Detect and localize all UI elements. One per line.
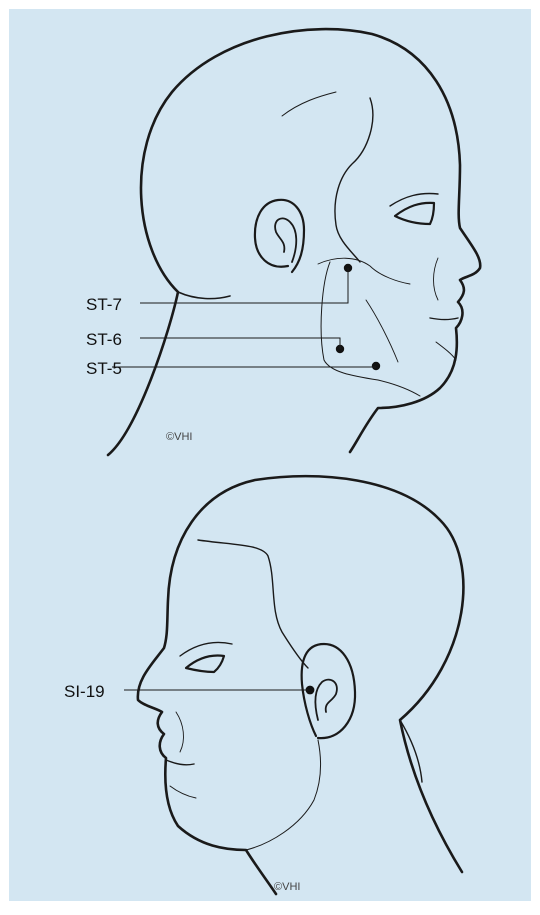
point-st5-marker [372,362,380,370]
background-panel [6,6,534,904]
bottom-copyright: ©VHI [274,881,300,893]
label-st7: ST-7 [86,295,122,314]
label-si19: SI-19 [64,682,105,701]
top-copyright: ©VHI [166,431,192,443]
label-st6: ST-6 [86,330,122,349]
label-st5: ST-5 [86,359,122,378]
